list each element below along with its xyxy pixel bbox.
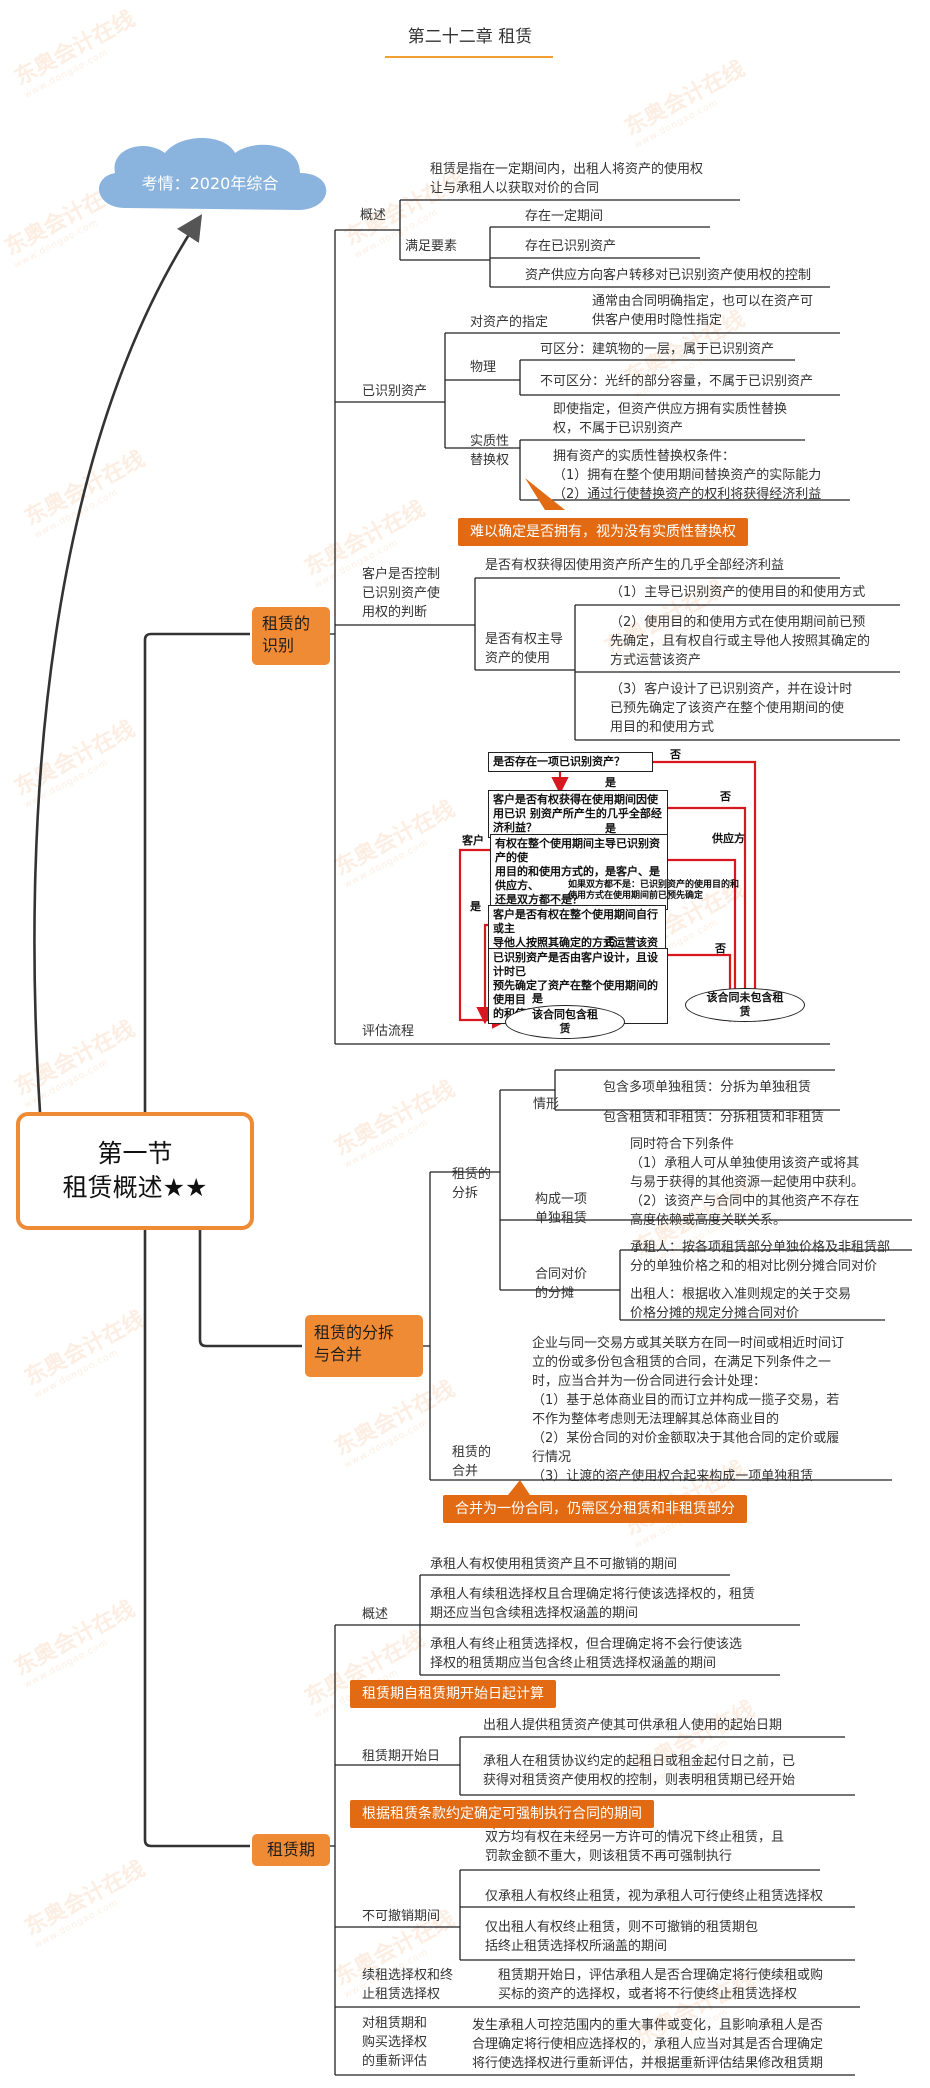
sec2-allocation-lessee: 承租人：按各项租赁部分单独价格及非租赁部 分的单独价格之和的相对比例分摊合同对价 bbox=[630, 1240, 891, 1274]
sec2-separate-label: 构成一项 单独租赁 bbox=[535, 1192, 588, 1226]
chapter-title: 第二十二章 租赁 bbox=[407, 27, 533, 47]
sec1-overview-label: 概述 bbox=[360, 208, 387, 223]
sec1-direct-item-2: （2）使用目的和使用方式在使用期间前已预 先确定，且有权自行或主导他人按照其确定… bbox=[610, 615, 871, 668]
flow-yes-1: 是 bbox=[605, 776, 616, 789]
sec2-situation-label: 情形 bbox=[533, 1097, 560, 1112]
sec1-definition-text: 租赁是指在一定期间内，出租人将资产的使用权 让与承租人以获取对价的合同 bbox=[430, 162, 704, 196]
sec1-physical-label: 物理 bbox=[470, 360, 497, 375]
sec3-start-item-1: 出租人提供租赁资产使其可供承租人使用的起始日期 bbox=[483, 1718, 783, 1733]
flowchart-arrows bbox=[458, 760, 764, 1029]
root-node[interactable]: 第一节 租赁概述★★ bbox=[16, 1112, 254, 1230]
sec2-separate-text: 同时符合下列条件 （1）承租人可从单独使用该资产或将其 与易于获得的其他资源一起… bbox=[630, 1137, 865, 1228]
sec3-start-callout: 租赁期自租赁期开始日起计算 bbox=[350, 1680, 556, 1708]
sec1-designation-label: 对资产的指定 bbox=[470, 315, 549, 330]
sec2-allocation-label: 合同对价 的分摊 bbox=[535, 1267, 588, 1301]
sec2-split-merge-node[interactable]: 租赁的分拆 与合并 bbox=[305, 1315, 423, 1377]
sec3-noncancel-item-1: 双方均有权在未经另一方许可的情况下终止租赁，且 罚款金额不重大，则该租赁不再可强… bbox=[485, 1830, 785, 1864]
flow-q3-box: 有权在整个使用期间主导已识别资产的使 用目的和使用方式的，是客户、是供应方、 还… bbox=[490, 834, 668, 910]
flow-supplier: 供应方 bbox=[712, 832, 745, 845]
flow-customer: 客户 bbox=[462, 834, 484, 847]
flow-q1-box: 是否存在一项已识别资产？ bbox=[488, 752, 653, 772]
sec3-noncancel-item-2: 仅承租人有权终止租赁，视为承租人可行使终止租赁选择权 bbox=[485, 1889, 824, 1904]
sec2-split-label: 租赁的 分拆 bbox=[452, 1167, 492, 1201]
sec3-overview-item-1: 承租人有权使用租赁资产且不可撤销的期间 bbox=[430, 1557, 678, 1572]
sec1-direct-label: 是否有权主导 资产的使用 bbox=[485, 632, 564, 666]
sec1-direct-item-3: （3）客户设计了已识别资产，并在设计时 已预先确定了该资产在整个使用期间的使 用… bbox=[610, 682, 853, 735]
sec3-lease-term-node[interactable]: 租赁期 bbox=[252, 1834, 330, 1866]
sec1-condition-3: 资产供应方向客户转移对已识别资产使用权的控制 bbox=[525, 268, 812, 283]
cloud-arrow bbox=[33, 214, 203, 1113]
sec3-noncancel-label: 不可撤销期间 bbox=[362, 1909, 441, 1924]
flow-no-1: 否 bbox=[670, 748, 681, 761]
root-to-sec3-line bbox=[143, 1222, 250, 1848]
flow-q2-box: 客户是否有权获得在使用期间因使用已识 别资产所产生的几乎全部经济利益？ bbox=[488, 790, 668, 838]
sec2-merge-label: 租赁的 合并 bbox=[452, 1445, 492, 1479]
root-line2: 租赁概述★★ bbox=[62, 1173, 208, 1202]
sec2-merge-callout: 合并为一份合同，仍需区分租赁和非租赁部分 bbox=[443, 1495, 747, 1523]
sec3-renewal-label: 续租选择权和终 止租赁选择权 bbox=[362, 1968, 454, 2002]
sec3-overview-item-3: 承租人有终止租赁选择权，但合理确定将不会行使该选 择权的租赁期应当包含终止租赁选… bbox=[430, 1637, 743, 1671]
sec2-allocation-lessor: 出租人：根据收入准则规定的关于交易 价格分摊的规定分摊合同对价 bbox=[630, 1287, 852, 1321]
sec3-reassess-label: 对租赁期和 购买选择权 的重新评估 bbox=[362, 2016, 428, 2069]
flow-yes-3: 是 bbox=[470, 900, 481, 913]
flow-no-4: 否 bbox=[715, 942, 726, 955]
sec3-start-label: 租赁期开始日 bbox=[362, 1749, 441, 1764]
flow-note: 如果双方都不是：已识别资产的使用目的和 使用方式在使用期间前已预先确定 bbox=[568, 880, 740, 901]
cloud-label: 考情：2020年综合 bbox=[141, 174, 279, 193]
sec1-benefit-text: 是否有权获得因使用资产所产生的几乎全部经济利益 bbox=[485, 558, 785, 573]
flow-no-2: 否 bbox=[720, 790, 731, 803]
sec1-title: 租赁的识别 bbox=[262, 614, 311, 655]
sec3-noncancel-item-3: 仅出租人有权终止租赁，则不可撤销的租赁期包 括终止租赁选择权所涵盖的期间 bbox=[485, 1920, 759, 1954]
sec2-situation-1: 包含多项单独租赁：分拆为单独租赁 bbox=[603, 1080, 812, 1095]
flow-yes-4: 是 bbox=[532, 992, 543, 1005]
sec2-merge-text: 企业与同一交易方或其关联方在同一时间或相近时间订 立的份或多份包含租赁的合同，在… bbox=[532, 1336, 845, 1484]
flow-outcome-no-lease: 该合同未包含租 赁 bbox=[685, 988, 805, 1022]
sec1-physical-item-1: 可区分：建筑物的一层，属于已识别资产 bbox=[540, 342, 775, 357]
sec1-condition-2: 存在已识别资产 bbox=[525, 239, 617, 254]
sec1-physical-item-2: 不可区分：光纤的部分容量，不属于已识别资产 bbox=[540, 374, 814, 389]
sec1-control-label: 客户是否控制 已识别资产使 用权的判断 bbox=[362, 567, 441, 620]
flow-no-3: 否 bbox=[605, 935, 616, 948]
sec2-situation-2: 包含租赁和非租赁：分拆租赁和非租赁 bbox=[603, 1110, 825, 1125]
sec3-reassess-text: 发生承租人可控范围内的重大事件或变化，且影响承租人是否 合理确定将行使相应选择权… bbox=[472, 2018, 824, 2071]
sec1-conditions-label: 满足要素 bbox=[405, 239, 458, 254]
sec3-noncancel-callout: 根据租赁条款约定确定可强制执行合同的期间 bbox=[350, 1800, 654, 1828]
sec1-lease-identification-node[interactable]: 租赁的识别 bbox=[252, 607, 330, 665]
flow-outcome-lease: 该合同包含租 赁 bbox=[505, 1005, 625, 1039]
root-to-sec2-line bbox=[198, 1222, 302, 1348]
sec3-renewal-text: 租赁期开始日，评估承租人是否合理确定将行使续租或购 买标的资产的选择权，或者将不… bbox=[498, 1968, 824, 2002]
root-line1: 第一节 bbox=[97, 1139, 173, 1168]
sec1-direct-item-1: （1）主导已识别资产的使用目的和使用方式 bbox=[610, 585, 866, 600]
sec1-identified-asset-label: 已识别资产 bbox=[362, 384, 428, 399]
sec1-substitution-text2: 拥有资产的实质性替换权条件： （1）拥有在整个使用期间替换资产的实际能力 （2）… bbox=[553, 449, 822, 502]
sec3-overview-label: 概述 bbox=[362, 1607, 389, 1622]
sec1-flow-label: 评估流程 bbox=[362, 1024, 415, 1039]
sec1-condition-1: 存在一定期间 bbox=[525, 209, 604, 224]
cloud-shape bbox=[98, 138, 327, 210]
sec1-substitution-text1: 即使指定，但资产供应方拥有实质性替换 权，不属于已识别资产 bbox=[553, 402, 788, 436]
sec3-start-item-2: 承租人在租赁协议约定的起租日或租金起付日之前，已 获得对租赁资产使用权的控制，则… bbox=[483, 1754, 796, 1788]
root-to-sec1-line bbox=[143, 632, 250, 1112]
chapter-title-underline bbox=[385, 56, 553, 58]
sec1-substitution-label: 实质性 替换权 bbox=[470, 434, 510, 468]
sec1-designation-text: 通常由合同明确指定，也可以在资产可 供客户使用时隐性指定 bbox=[592, 294, 814, 328]
flow-yes-2: 是 bbox=[605, 822, 616, 835]
sec1-substitution-callout: 难以确定是否拥有，视为没有实质性替换权 bbox=[458, 518, 748, 546]
sec3-overview-item-2: 承租人有续租选择权且合理确定将行使该选择权的，租赁 期还应当包含续租选择权涵盖的… bbox=[430, 1587, 756, 1621]
